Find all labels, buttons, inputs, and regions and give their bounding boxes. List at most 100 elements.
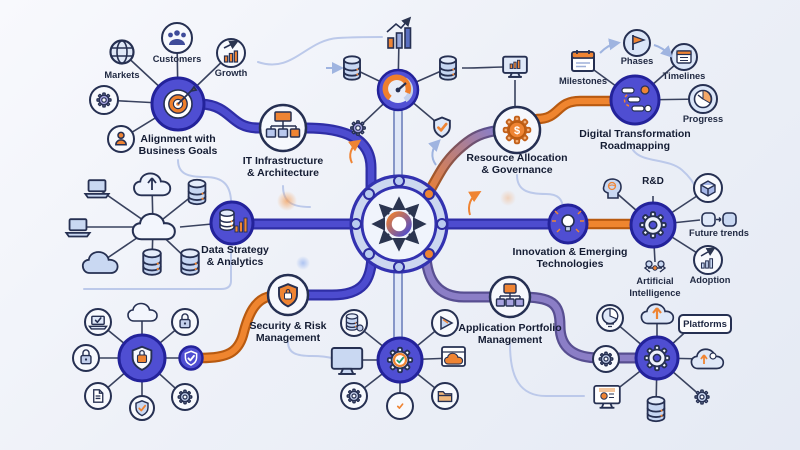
innovation-label-2: Technologies (537, 258, 604, 270)
rnd-label: R&D (642, 176, 664, 187)
platforms-badge: Platforms (678, 314, 732, 334)
future-trends-label: Future trends (689, 228, 749, 238)
shield-check-icon (129, 395, 155, 421)
security-risk-node: Security & Risk Management (249, 273, 327, 344)
growth-icon (216, 38, 246, 68)
data-strategy-cluster: Data Strategy & Analytics (65, 172, 269, 276)
phase-timeline-arrow (653, 44, 673, 58)
laptop-check-icon (84, 308, 112, 336)
gauge-node (376, 68, 420, 112)
future-trends-icon (701, 212, 737, 227)
data-label-1: Data Strategy (201, 244, 269, 256)
application-hub-node (376, 336, 424, 384)
database-icon (343, 55, 361, 81)
ai-network-icon (643, 260, 667, 273)
ai-label-2: Intelligence (629, 288, 680, 298)
glow-dot-orange (277, 191, 297, 211)
data-label-2: & Analytics (207, 256, 264, 268)
app-portfolio-label-1: Application Portfolio (458, 322, 561, 334)
spoke-lines (78, 37, 708, 410)
monitor-icon (330, 347, 364, 375)
security-hub-node (117, 333, 167, 383)
pie-chart-icon (596, 304, 624, 332)
it-infra-label-1: IT Infrastructure (243, 155, 324, 167)
hub-ring-ports (350, 175, 448, 273)
shield-check-icon (433, 116, 451, 138)
resource-label-1: Resource Allocation (466, 152, 567, 164)
digital-label-2: Roadmapping (600, 140, 670, 152)
analytics-chart-icon (386, 16, 412, 49)
lock-icon (171, 308, 199, 336)
database-icon (646, 395, 666, 423)
app-play-icon (431, 309, 459, 337)
innovation-cluster: R&D Future trends Artificial Intelligenc… (513, 173, 749, 298)
growth-label: Growth (215, 68, 248, 78)
database-icon (439, 55, 457, 81)
gear-icon (694, 389, 710, 405)
milestones-label: Milestones (559, 76, 607, 86)
dollar-glyph: $ (514, 125, 520, 137)
document-icon (84, 382, 112, 410)
innovation-node (547, 203, 589, 245)
cloud-icon (127, 302, 158, 322)
timelines-calendar-icon (670, 43, 698, 71)
resource-label-2: & Governance (481, 164, 552, 176)
alignment-label-2: Business Goals (139, 145, 218, 157)
gear-icon (171, 383, 199, 411)
person-icon (107, 125, 135, 153)
gear-icon (592, 345, 620, 373)
head-brain-icon (602, 178, 622, 199)
technology-gear-node (629, 201, 677, 249)
mini-bars-icon (234, 217, 248, 233)
adoption-icon (693, 245, 723, 275)
hub-arrows-icon (371, 196, 427, 252)
ai-label-1: Artificial (636, 276, 673, 286)
data-strategy-node (209, 200, 255, 246)
gear-icon (350, 120, 366, 136)
security-cluster (72, 302, 204, 421)
platform-cluster: Platforms (592, 303, 732, 423)
mobile-check-icon (386, 392, 414, 420)
roadmap-icon (621, 85, 652, 113)
timelines-label: Timelines (663, 71, 706, 81)
application-cluster (330, 309, 466, 420)
cloud-upload-icon (640, 303, 675, 325)
curved-arrow-blue (428, 139, 441, 166)
budget-gear-icon: $ (502, 115, 532, 145)
hub-center-ring (386, 211, 412, 237)
top-center-cluster (326, 16, 482, 216)
shield-verified-node (178, 345, 204, 371)
decorative-connectors (83, 36, 697, 397)
database-icon (187, 178, 207, 206)
digital-transformation-cluster: Milestones Phases Timelines Progress Dig… (559, 29, 723, 152)
it-infrastructure-node: IT Infrastructure & Architecture (243, 103, 324, 179)
alignment-cluster: Markets Customers Growth Alignment with … (89, 22, 248, 157)
cube-icon (693, 173, 723, 203)
curved-arrow-orange (348, 139, 362, 164)
pipes (195, 95, 649, 364)
resource-allocation-node: $ Resource Allocation & Governance (466, 55, 568, 176)
phases-label: Phases (621, 56, 654, 66)
platform-hub-node (634, 335, 680, 381)
laptop-icon (84, 179, 110, 199)
customers-label: Customers (153, 54, 202, 64)
cloud-upload-icon (133, 172, 172, 197)
progress-label: Progress (683, 114, 723, 124)
org-chart-icon (495, 283, 525, 307)
security-label-1: Security & Risk (249, 320, 326, 332)
digital-transformation-node (609, 74, 661, 126)
gear-icon (89, 85, 119, 115)
central-hub-node (349, 174, 449, 274)
database-gear-icon (340, 309, 368, 337)
folder-icon (431, 382, 459, 410)
browser-cloud-icon (441, 346, 466, 367)
alignment-node (150, 76, 206, 132)
app-portfolio-label-2: Management (478, 334, 543, 346)
platforms-label: Platforms (683, 319, 727, 330)
database-icon (142, 248, 162, 276)
gear-icon (340, 382, 368, 410)
customers-icon (161, 22, 193, 54)
digital-label-1: Digital Transformation (579, 128, 690, 140)
